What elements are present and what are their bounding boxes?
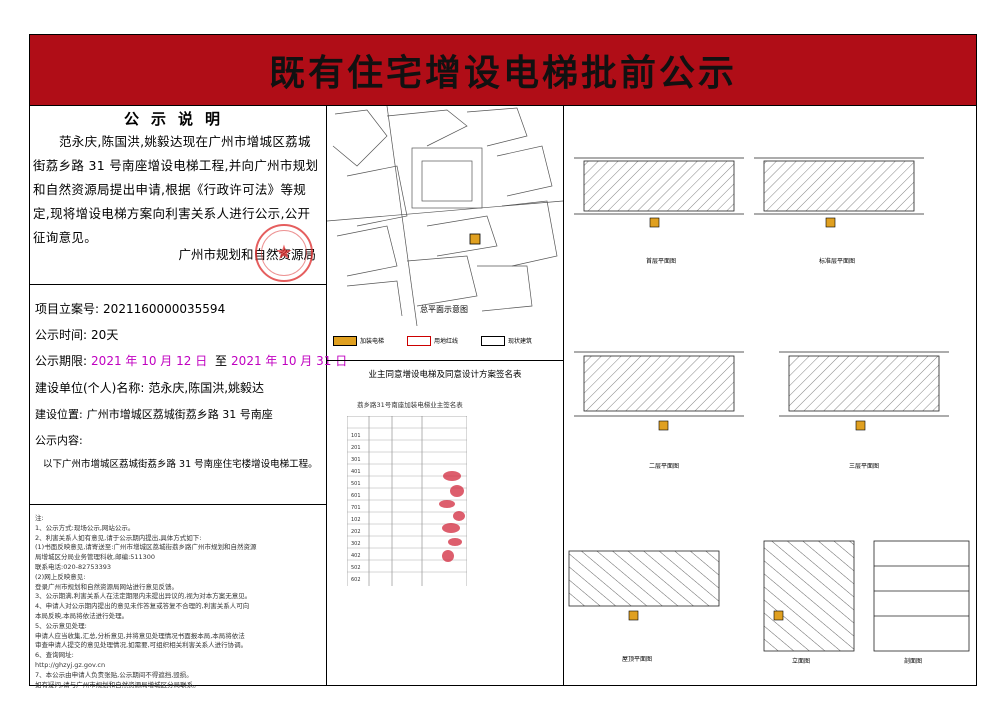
note-line: 如有疑问,请与广州市规划和自然资源局增城区分局联系。 <box>35 680 200 689</box>
elevator-marker <box>628 610 639 621</box>
builder-name: 范永庆,陈国洪,姚毅达 <box>148 381 265 395</box>
note-line: 4、申请人对公示期内提出的意见未作答复或答复不合理的,利害关系人可向 <box>35 602 250 611</box>
note-line: 6、查询网址: <box>35 651 74 660</box>
plan-caption-5: 屋顶平面图 <box>622 656 653 663</box>
site-plan-panel: 总平面示意图 加装电梯 用地红线 现状建筑 业主同意增设电梯及同意设计方案签名表… <box>327 106 563 686</box>
note-line: 审查申请人提交的意见处理情况,如需要,可组织相关利害关系人进行协调。 <box>35 641 248 650</box>
signature-row-unit: 301 <box>351 457 361 463</box>
note-line: 申请人应当收集,汇总,分析意见,并将意见处理情况书面报本局,本局将依法 <box>35 631 245 640</box>
legend-label-elevator: 加装电梯 <box>360 338 385 345</box>
elevation-caption: 立面图 <box>792 658 811 665</box>
elevator-marker <box>855 420 866 431</box>
elevator-marker <box>773 610 784 621</box>
note-line: (2)网上反映意见: <box>35 572 86 581</box>
notice-heading: 公示说明 <box>123 110 232 128</box>
section-drawing <box>873 540 970 652</box>
case-number: 2021160000035594 <box>103 302 226 316</box>
signature-sheet-title: 业主同意增设电梯及同意设计方案签名表 <box>368 370 522 380</box>
floor-plan-2 <box>763 160 915 212</box>
note-line: 注: <box>35 514 44 522</box>
note-line: 7、本公示由申请人负责张贴,公示期间不得遮挡,毁损。 <box>35 670 193 679</box>
signature-row-unit: 302 <box>351 541 361 547</box>
note-line: (1)书面反映意见,请寄送至:广州市增城区荔城街荔乡路广州市规划和自然资源 <box>35 543 257 552</box>
signature-row-unit: 701 <box>351 505 361 511</box>
signature-table: 101 201 301 401 501 601 701 102 202 302 402 502 602 <box>347 416 467 586</box>
legend-label-boundary: 用地红线 <box>434 338 459 345</box>
note-line: 3、公示期满,利害关系人在法定期限内未提出异议的,视为对本方案无意见。 <box>35 592 252 601</box>
site-plan-drawing <box>327 106 563 326</box>
note-line: 局增城区分局业务管理科收,邮编:511300 <box>35 553 156 562</box>
signature-row-unit: 202 <box>351 529 361 535</box>
note-line: 登录广州市规划和自然资源局网站进行意见反馈。 <box>35 582 178 591</box>
signature-row-unit: 102 <box>351 517 361 523</box>
architectural-drawings <box>568 157 970 652</box>
period-end: 2021 年 10 月 31 日 <box>231 354 348 368</box>
signature-sheet-subtitle: 荔乡路31号南座加装电梯业主签名表 <box>357 401 463 409</box>
duration-value: 20天 <box>91 328 119 342</box>
signature-row-unit: 401 <box>351 469 361 475</box>
signature-row-unit: 402 <box>351 553 361 559</box>
elevation-drawing <box>763 540 855 652</box>
floor-plan-1 <box>583 160 735 212</box>
plan-caption-2: 标准层平面图 <box>819 258 856 265</box>
content-value: 以下广州市增城区荔城街荔乡路 31 号南座住宅楼增设电梯工程。 <box>43 459 318 470</box>
note-line: 5、公示意见处理: <box>35 621 87 630</box>
legend-label-building: 现状建筑 <box>508 338 533 345</box>
note-line: 联系电话:020-82753393 <box>35 562 112 571</box>
location-value: 广州市增城区荔城街荔乡路 31 号南座 <box>86 408 273 421</box>
legend-swatch-building <box>481 336 505 346</box>
signature-row-unit: 502 <box>351 565 361 571</box>
roof-plan <box>568 550 720 607</box>
plan-caption-1: 首层平面图 <box>646 258 677 265</box>
duration-row: 公示时间:20天 <box>35 328 119 342</box>
case-number-row: 项目立案号:2021160000035594 <box>35 302 226 316</box>
note-line: 1、公示方式:现场公示,网站公示。 <box>35 523 135 532</box>
notes-list: 注:1、公示方式:现场公示,网站公示。2、利害关系人如有意见,请于公示期内提出,… <box>35 514 321 690</box>
plan-caption-3: 二层平面图 <box>649 463 680 470</box>
elevator-marker <box>825 217 836 228</box>
note-line: 本局反映,本局将依法进行处理。 <box>35 611 129 620</box>
elevator-marker <box>469 233 481 245</box>
note-line: 2、利害关系人如有意见,请于公示期内提出,具体方式如下: <box>35 533 202 542</box>
builder-row: 建设单位(个人)名称:范永庆,陈国洪,姚毅达 <box>35 381 265 395</box>
site-plan-caption: 总平面示意图 <box>420 305 468 314</box>
title-banner: 既有住宅增设电梯批前公示 <box>29 34 977 106</box>
drawings-panel: 首层平面图 标准层平面图 二层平面图 三层平面图 屋顶平面图 立面图 剖面图 <box>563 106 977 686</box>
note-line: http://ghzyj.gz.gov.cn <box>35 660 106 669</box>
signature-row-unit: 201 <box>351 445 361 451</box>
floor-plan-4 <box>788 355 940 412</box>
elevator-marker <box>658 420 669 431</box>
plan-caption-4: 三层平面图 <box>849 463 880 470</box>
section-caption: 剖面图 <box>904 658 923 665</box>
elevator-marker <box>649 217 660 228</box>
notice-panel: 公示说明 范永庆,陈国洪,姚毅达现在广州市增城区荔城街荔乡路 31 号南座增设电… <box>29 106 347 689</box>
legend-swatch-boundary <box>407 336 431 346</box>
section-divider <box>29 284 327 285</box>
legend-swatch-elevator <box>333 336 357 346</box>
location-row: 建设位置:广州市增城区荔城街荔乡路 31 号南座 <box>35 408 273 421</box>
period-start: 2021 年 10 月 12 日 <box>91 354 208 368</box>
floor-plan-3 <box>583 355 735 412</box>
signature-row-unit: 501 <box>351 481 361 487</box>
official-seal: ★ <box>255 224 313 282</box>
signature-row-unit: 101 <box>351 433 361 439</box>
notice-body: 范永庆,陈国洪,姚毅达现在广州市增城区荔城街荔乡路 31 号南座增设电梯工程,并… <box>33 134 319 245</box>
content-label: 公示内容: <box>35 434 83 447</box>
signature-row-unit: 601 <box>351 493 361 499</box>
signature-row-unit: 602 <box>351 577 361 583</box>
section-divider <box>327 360 563 361</box>
seal-star-icon: ★ <box>275 240 293 264</box>
page-title: 既有住宅增设电梯批前公示 <box>268 53 737 94</box>
section-divider <box>29 504 327 505</box>
